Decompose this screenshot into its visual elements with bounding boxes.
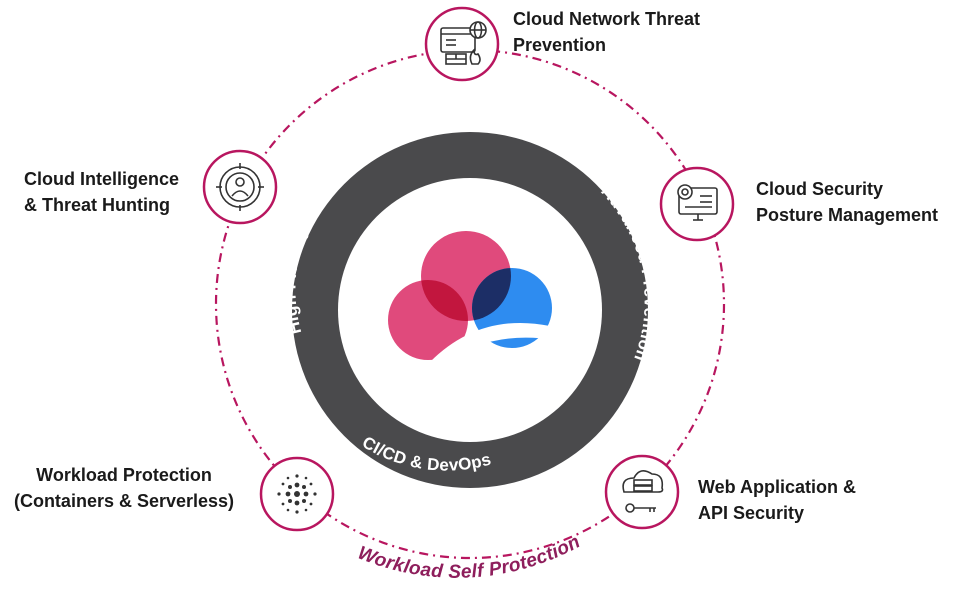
node-workload-protection[interactable] <box>259 456 335 532</box>
label-line: API Security <box>698 503 805 523</box>
label-cloud-intelligence-threat-hunting: Cloud Intelligence & Threat Hunting <box>24 166 179 218</box>
outer-dashed-ring <box>214 48 726 560</box>
label-line: Workload Protection <box>36 465 212 485</box>
node-cloud-intelligence-threat-hunting[interactable] <box>202 149 278 225</box>
label-line: (Containers & Serverless) <box>13 491 235 511</box>
label-cloud-security-posture-management: Cloud Security Posture Management <box>756 176 938 228</box>
cloud-logo-icon <box>388 231 556 362</box>
label-line: Posture Management <box>756 205 939 225</box>
node-cloud-network-threat-prevention[interactable] <box>424 6 500 82</box>
dot-grid-icon <box>277 474 317 514</box>
label-line: Web Application & <box>698 477 857 497</box>
node-cloud-security-posture-management[interactable] <box>659 166 735 242</box>
label-line: Prevention <box>513 35 607 55</box>
label-line: & Threat Hunting <box>24 195 170 215</box>
monitor-gear-icon <box>677 184 718 221</box>
label-cloud-network-threat-prevention: Cloud Network Threat Prevention <box>513 6 700 58</box>
node-web-application-api-security[interactable] <box>604 454 680 530</box>
firewall-globe-icon <box>440 21 487 65</box>
label-line: Cloud Network Threat <box>513 9 701 29</box>
label-line: Cloud Intelligence <box>24 169 180 189</box>
target-person-icon <box>216 163 264 211</box>
label-web-application-api-security: Web Application & API Security <box>698 474 856 526</box>
label-line: Cloud Security <box>756 179 884 199</box>
label-workload-protection: Workload Protection (Containers & Server… <box>8 462 240 514</box>
cloud-key-icon <box>622 470 664 513</box>
